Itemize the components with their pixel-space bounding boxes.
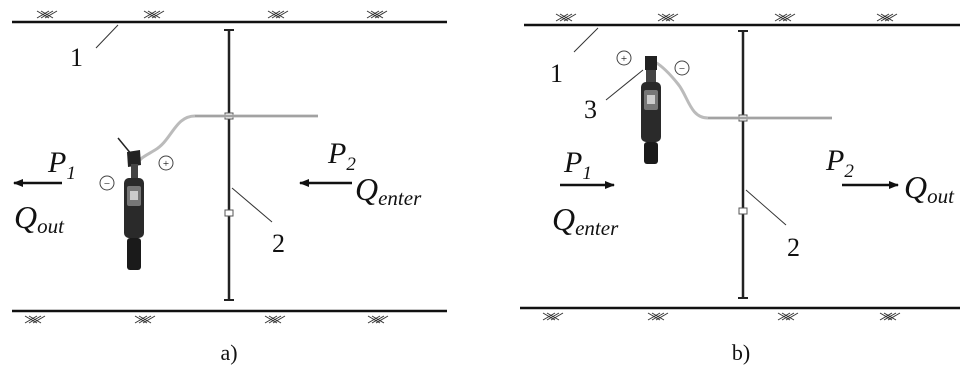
- flow-left: Qenter: [552, 201, 619, 240]
- label-3: 3: [584, 95, 597, 124]
- label-2: 2: [272, 229, 285, 258]
- top-wall-hatching: [36, 10, 388, 19]
- pressure-left: P1: [47, 146, 76, 184]
- plus-terminal: +: [158, 155, 174, 171]
- pressure-right: P2: [327, 137, 356, 175]
- caption-a: a): [220, 340, 237, 365]
- manometer-device: [117, 137, 144, 270]
- flow-right: Qout: [904, 169, 955, 208]
- leader-1: [573, 27, 599, 53]
- label-1: 1: [550, 59, 563, 88]
- svg-text:−: −: [104, 178, 110, 190]
- label-2: 2: [787, 233, 800, 262]
- panel-b: 1 2 + − 3: [520, 13, 960, 365]
- flow-left: Qout: [14, 199, 65, 238]
- minus-terminal: −: [674, 60, 690, 76]
- panel-a: 1 2 − +: [12, 10, 447, 365]
- bottom-wall-hatching: [542, 312, 901, 321]
- leader-1: [95, 24, 119, 49]
- leader-2: [745, 189, 787, 226]
- svg-text:−: −: [679, 63, 685, 75]
- pressure-right: P2: [825, 144, 854, 182]
- label-1: 1: [70, 43, 83, 72]
- leader-3: [605, 69, 644, 101]
- plus-terminal: +: [616, 50, 632, 66]
- svg-text:+: +: [163, 158, 169, 170]
- hose: [654, 60, 832, 120]
- flow-right: Qenter: [355, 171, 422, 210]
- top-wall-hatching: [555, 13, 898, 22]
- svg-text:+: +: [621, 53, 627, 65]
- manometer-device: [641, 56, 661, 164]
- caption-b: b): [732, 340, 750, 365]
- bottom-wall-hatching: [24, 315, 389, 324]
- leader-2: [231, 187, 273, 223]
- pressure-left: P1: [563, 146, 592, 184]
- minus-terminal: −: [99, 175, 115, 191]
- hose: [136, 114, 318, 164]
